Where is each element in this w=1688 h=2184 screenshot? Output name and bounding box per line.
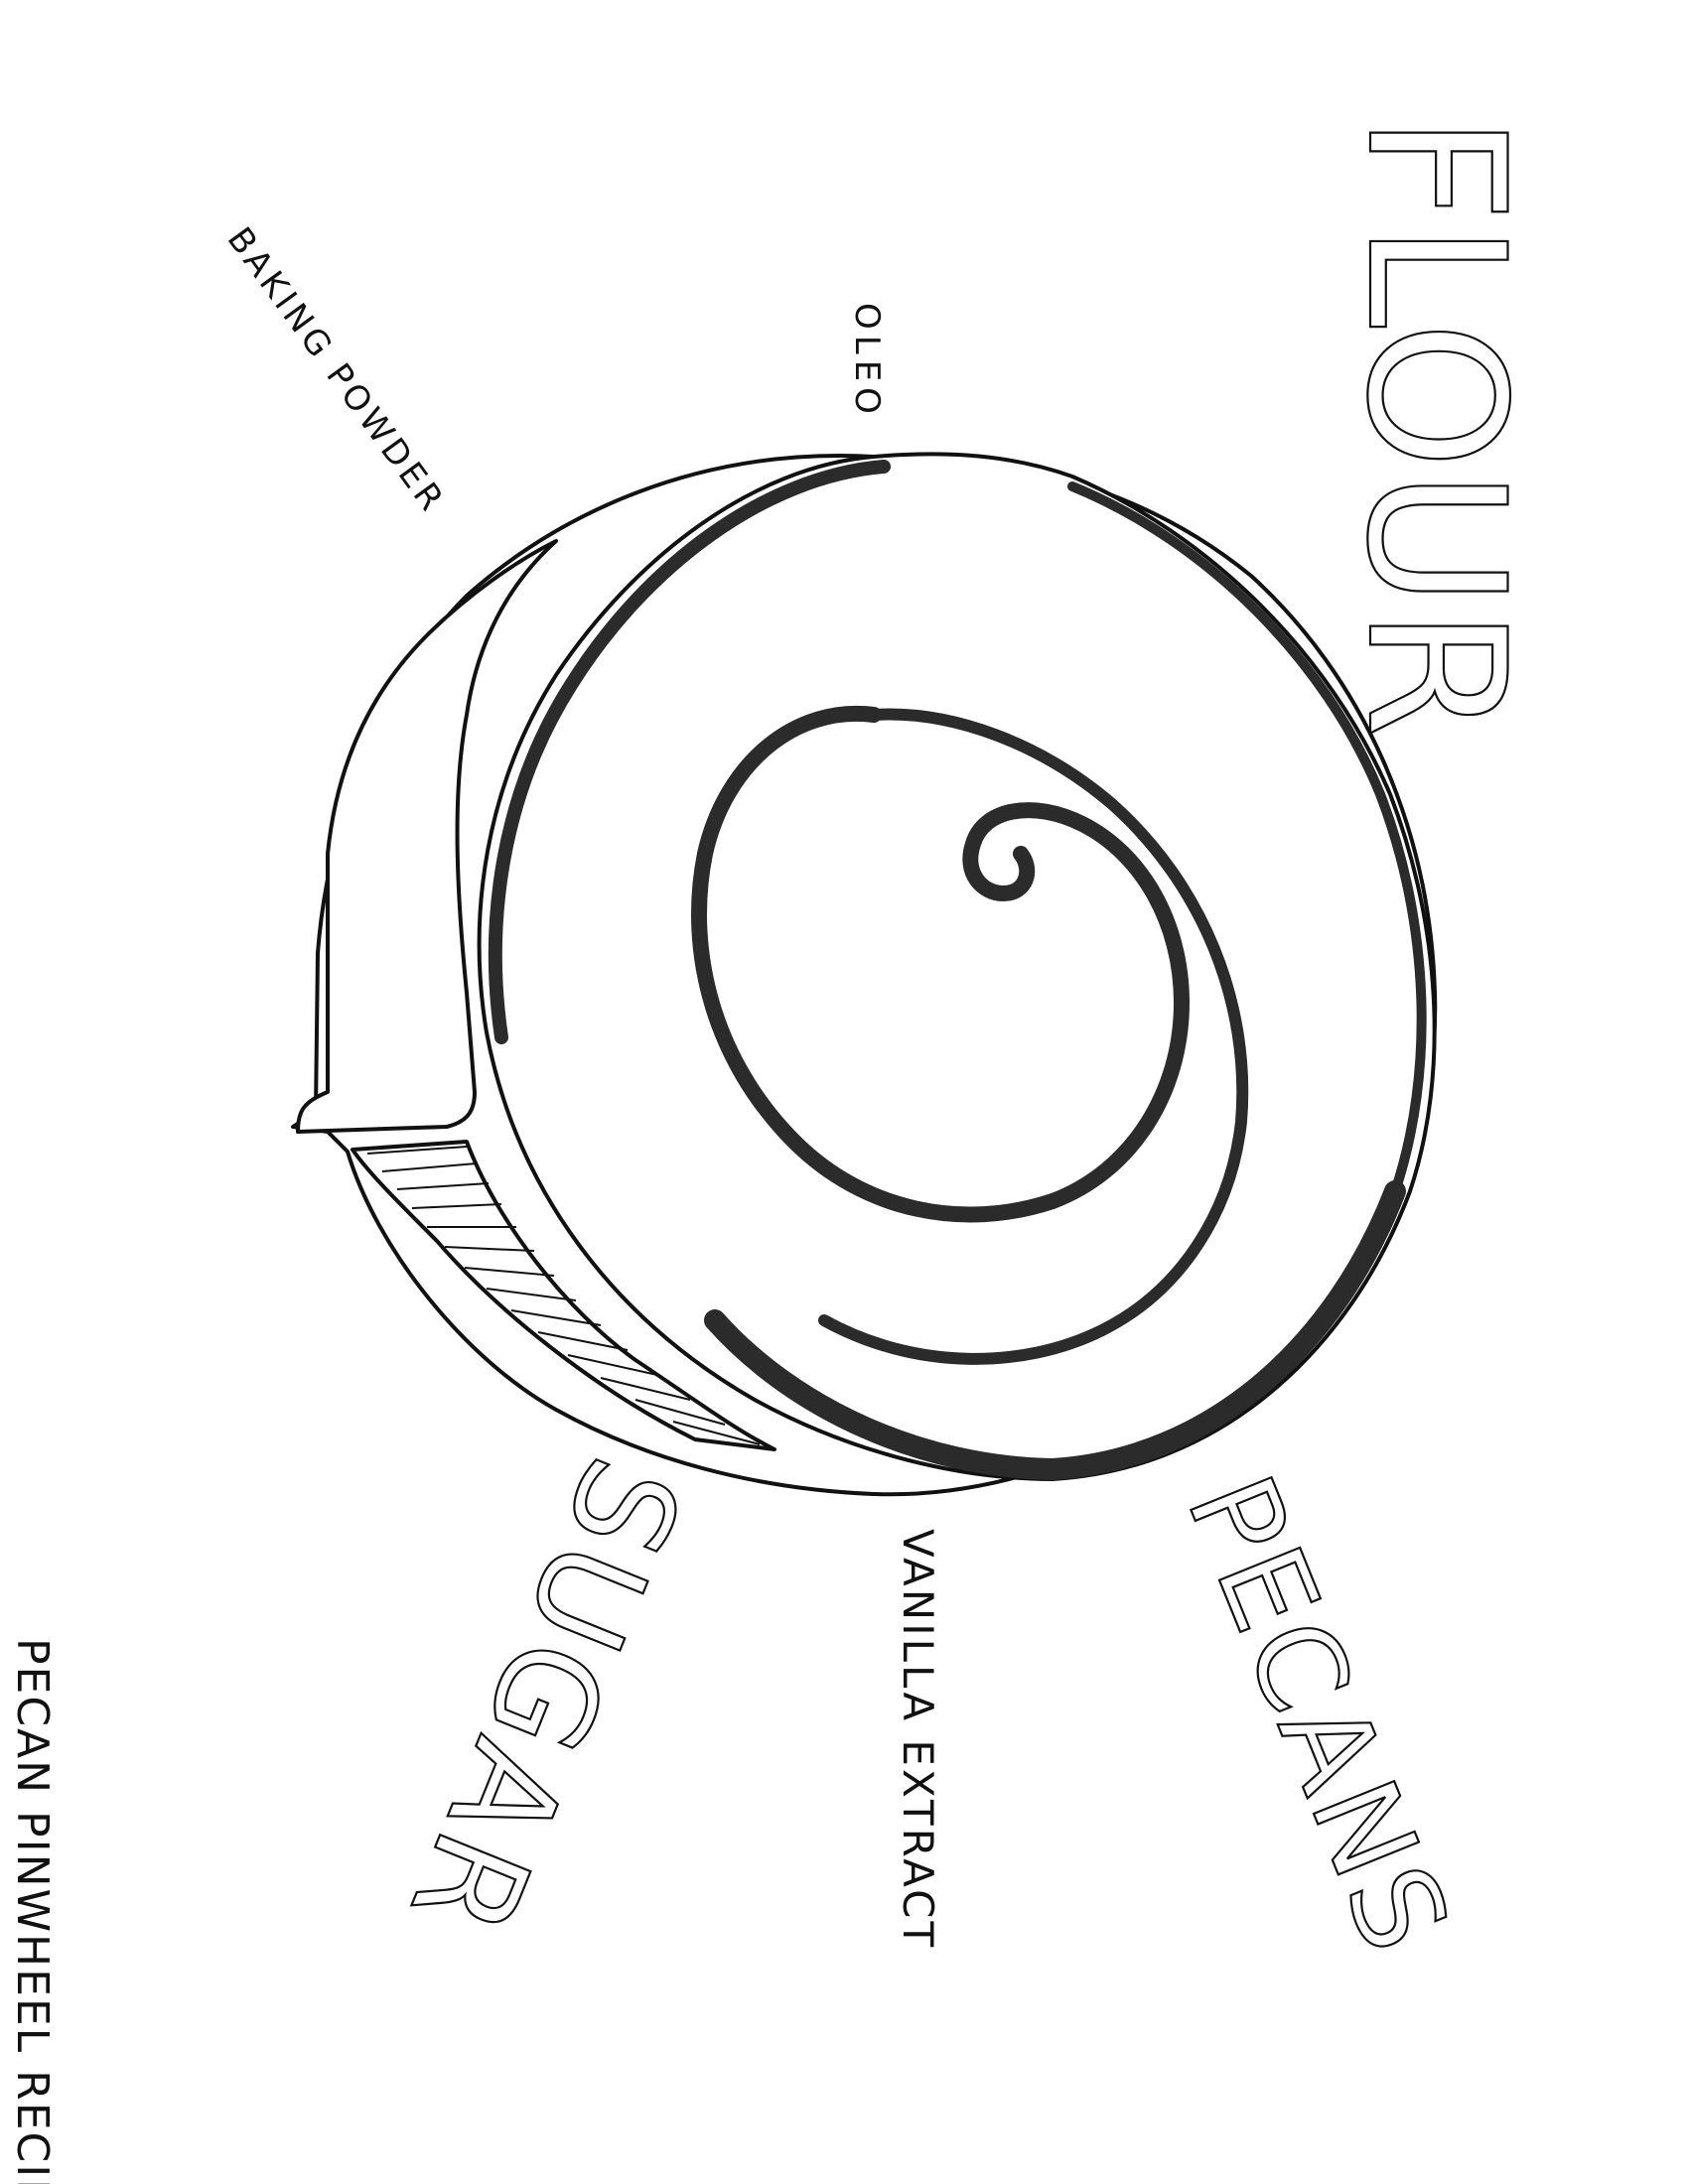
roll-rim-shadow xyxy=(488,460,891,1044)
svg-text:VANILLA EXTRACT: VANILLA EXTRACT xyxy=(894,1529,942,1950)
roll-spiral xyxy=(691,705,1190,1223)
label-sugar: SUGAR xyxy=(377,1436,712,1963)
label-baking-powder: BAKING POWDER xyxy=(219,220,454,521)
svg-text:PECANS: PECANS xyxy=(1160,1458,1476,1974)
svg-text:BAKING POWDER: BAKING POWDER xyxy=(219,220,454,521)
label-oleo: OLEO xyxy=(847,303,887,420)
roll-spiral-outer xyxy=(818,708,1249,1365)
roll-flap xyxy=(296,539,558,1134)
roll-rim-shadow-lower xyxy=(704,1180,1406,1480)
svg-text:FLOUR: FLOUR xyxy=(1326,114,1545,739)
label-pecans: PECANS xyxy=(1159,1457,1477,1976)
label-vanilla-extract: VANILLA EXTRACT xyxy=(894,1529,942,1950)
svg-text:SUGAR: SUGAR xyxy=(378,1437,711,1961)
pinwheel-icon xyxy=(291,452,1438,1497)
label-flour: FLOUR xyxy=(1325,113,1546,740)
roll-rim-shadow-right xyxy=(1067,481,1427,1196)
svg-text:OLEO: OLEO xyxy=(847,303,887,420)
roll-hatched-underside xyxy=(351,1140,776,1451)
recipe-title: PECAN PINWHEEL RECIPE xyxy=(7,1638,58,2184)
svg-text:PECAN PINWHEEL RECIPE: PECAN PINWHEEL RECIPE xyxy=(7,1638,58,2184)
